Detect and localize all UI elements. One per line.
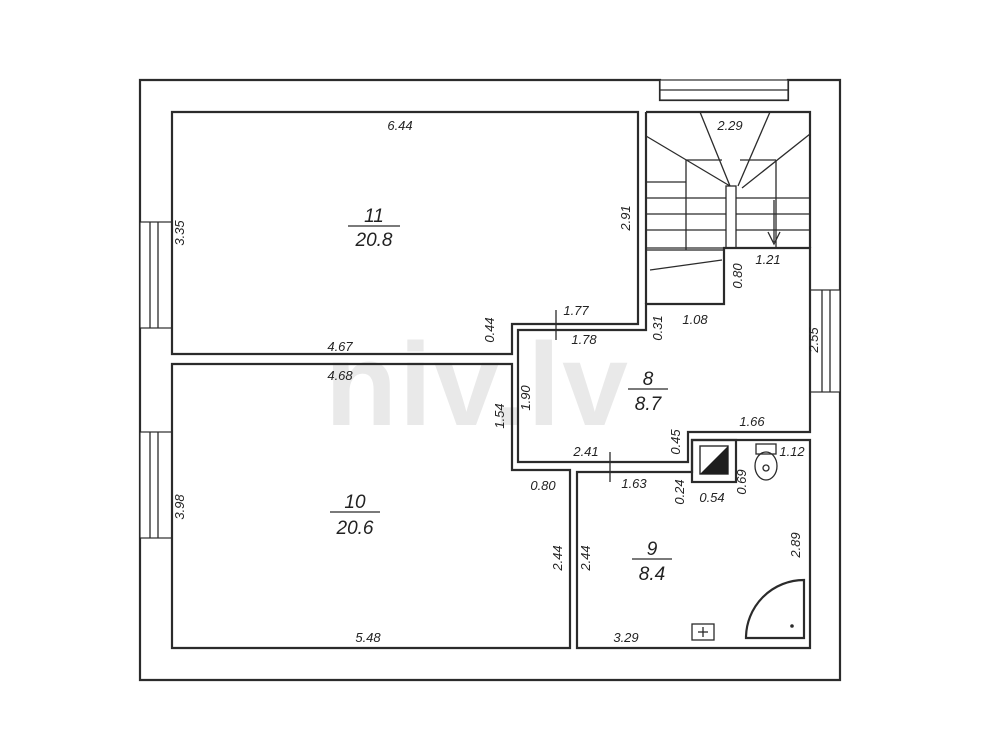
outer-walls: [138, 78, 842, 682]
dim-label: 3.98: [172, 494, 187, 520]
dim-label: 1.66: [739, 414, 765, 429]
room-8-area: 8.7: [635, 394, 663, 415]
dim-label: 0.69: [734, 469, 749, 494]
room-9-area: 8.4: [639, 564, 665, 585]
door-markers: [517, 310, 611, 482]
staircase: [644, 110, 812, 305]
room-11-number: 11: [364, 206, 384, 227]
ventilation-shaft: [690, 438, 738, 484]
room-10-number: 10: [344, 492, 366, 513]
dim-label: 0.45: [668, 429, 683, 455]
dim-label: 0.80: [530, 478, 556, 493]
dim-label: 1.63: [621, 476, 647, 491]
watermark: niv.lv: [325, 319, 630, 451]
room-10-outline: [170, 362, 572, 650]
dim-label: 0.54: [699, 490, 724, 505]
dim-label: 1.12: [779, 444, 805, 459]
dim-label: 4.67: [327, 339, 353, 354]
dim-label: 5.48: [355, 630, 381, 645]
room-9-outline: [575, 438, 812, 650]
dim-label: 0.44: [482, 317, 497, 342]
room-10-area: 20.6: [336, 518, 374, 539]
toilet-icon: [754, 443, 778, 481]
dim-label: 0.31: [650, 315, 665, 340]
dim-label: 6.44: [387, 118, 412, 133]
window-left-upper: [139, 221, 173, 329]
dim-label: 4.68: [327, 368, 353, 383]
window-right: [809, 289, 841, 393]
room-9-number: 9: [647, 539, 658, 560]
dim-label: 1.08: [682, 312, 708, 327]
room-11-outline: [170, 110, 640, 356]
shower-icon: [744, 578, 806, 640]
floor-drain-icon: [691, 623, 715, 641]
dim-label: 2.55: [806, 327, 821, 354]
dim-label: 1.21: [755, 252, 780, 267]
room-11-area: 20.8: [355, 230, 393, 251]
dim-label: 1.78: [571, 332, 597, 347]
dim-label: 1.77: [563, 303, 589, 318]
dim-label: 0.24: [672, 479, 687, 504]
dim-label: 2.44: [550, 545, 565, 571]
room-8-number: 8: [643, 369, 654, 390]
dim-label: 1.90: [518, 385, 533, 411]
dim-label: 2.89: [788, 532, 803, 558]
dim-label: 2.91: [618, 205, 633, 231]
dim-label: 3.35: [172, 220, 187, 246]
dim-label: 3.29: [613, 630, 638, 645]
dim-label: 2.44: [578, 545, 593, 571]
dim-label: 2.41: [572, 444, 598, 459]
window-left-lower: [139, 431, 173, 539]
dim-label: 2.29: [716, 118, 742, 133]
dim-label: 0.80: [730, 263, 745, 289]
dim-label: 1.54: [492, 403, 507, 428]
